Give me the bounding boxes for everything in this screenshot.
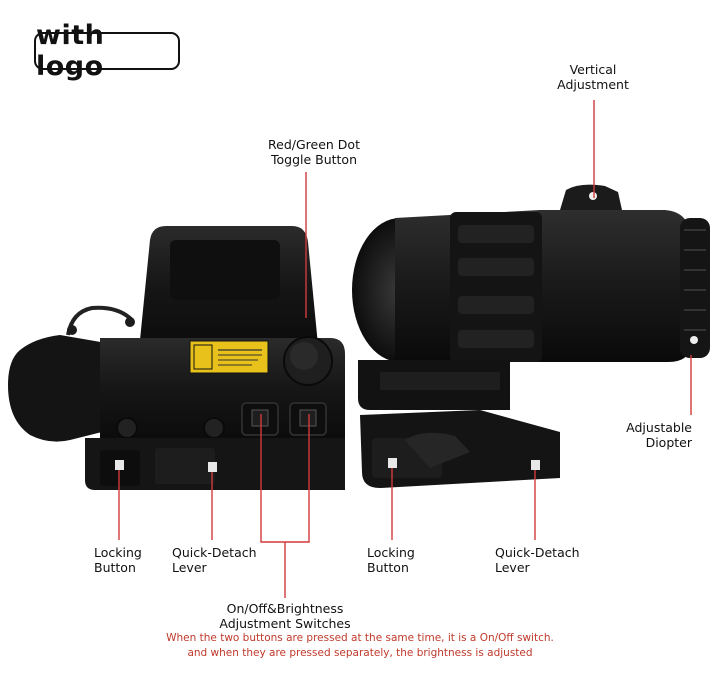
locking-button-left-part bbox=[115, 460, 124, 470]
quick-detach-lever-right-part bbox=[531, 460, 540, 470]
cap-hinge bbox=[66, 305, 134, 336]
screw-left bbox=[116, 417, 138, 439]
locking-button-right-part bbox=[388, 458, 397, 468]
note-brightness: and when they are pressed separately, th… bbox=[187, 647, 533, 659]
label-toggle-button: Red/Green Dot Toggle Button bbox=[268, 137, 360, 167]
magnifier bbox=[352, 184, 710, 488]
label-adjustable-diopter: Adjustable Diopter bbox=[626, 420, 692, 450]
lens-cap bbox=[8, 335, 118, 442]
label-locking-button-right: Locking Button bbox=[367, 545, 415, 575]
label-locking-button-left: Locking Button bbox=[94, 545, 142, 575]
screw-right bbox=[203, 417, 225, 439]
holographic-sight bbox=[8, 226, 345, 490]
diopter-eyepiece bbox=[680, 218, 710, 358]
quick-detach-lever-left-part bbox=[208, 462, 217, 472]
label-vertical-adjustment: Vertical Adjustment bbox=[557, 62, 629, 92]
magnifier-tube bbox=[395, 210, 690, 362]
note-on-off: When the two buttons are pressed at the … bbox=[166, 632, 554, 644]
label-quick-detach-right: Quick-Detach Lever bbox=[495, 545, 580, 575]
laser-warning-label bbox=[189, 340, 269, 374]
callout-lines bbox=[118, 100, 692, 598]
label-quick-detach-left: Quick-Detach Lever bbox=[172, 545, 257, 575]
label-brightness-switches: On/Off&Brightness Adjustment Switches bbox=[219, 601, 351, 631]
